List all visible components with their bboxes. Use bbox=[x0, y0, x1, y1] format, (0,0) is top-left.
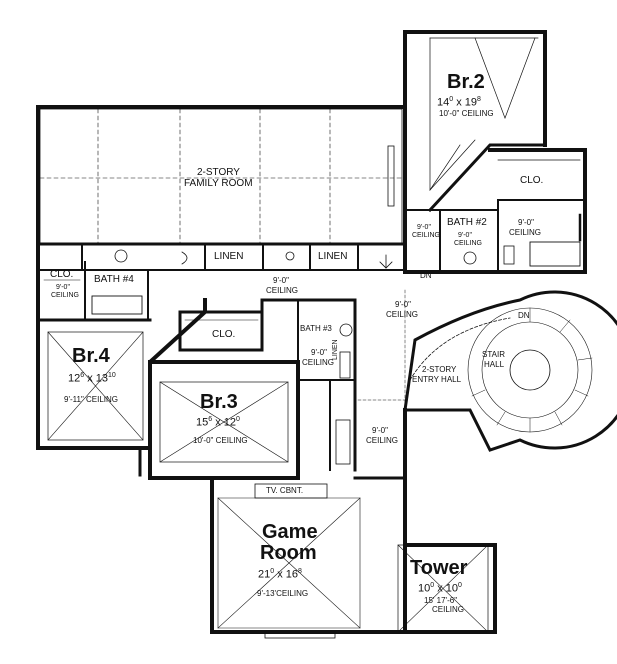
clo-left-ceiling-b: CEILING bbox=[51, 292, 80, 299]
ceiling-left-bath2-b: CEILING bbox=[412, 232, 441, 239]
entry-hall-a: 2-STORY bbox=[422, 365, 457, 374]
dn-stair-label: DN bbox=[518, 311, 530, 320]
landing-ceiling-b: CEILING bbox=[386, 310, 419, 319]
tower-dim-a-sup: 0 bbox=[430, 582, 435, 589]
tv-cabinet-label: TV. CBNT. bbox=[266, 486, 304, 495]
tower-ceiling-b: CEILING bbox=[432, 605, 465, 614]
bath3-walls bbox=[260, 298, 357, 472]
br3-name: Br.3 bbox=[200, 391, 238, 413]
linen-bath3-label: LINEN bbox=[332, 339, 339, 360]
br3-dim-a: 15 bbox=[196, 416, 209, 429]
tower-dim-a: 10 bbox=[418, 582, 431, 595]
br3-dim-b: 12 bbox=[223, 416, 237, 429]
game-dim-a-sup: 0 bbox=[270, 568, 275, 575]
br4-dim-b: 13 bbox=[95, 372, 109, 385]
game-dim-a: 21 bbox=[258, 568, 271, 581]
tower-ceiling-a: 15' 17'-6" bbox=[424, 596, 458, 605]
game-room-name-a: Game bbox=[262, 521, 318, 543]
br2-name: Br.2 bbox=[447, 71, 485, 93]
ceiling-right-bath2-b: CEILING bbox=[509, 228, 542, 237]
bath3-ceiling-a: 9'-0" bbox=[311, 348, 327, 357]
br4-dim-a: 12 bbox=[68, 372, 81, 385]
br4-dim-b-sup: 10 bbox=[108, 372, 116, 379]
br3-dims: 156 x 120 bbox=[196, 416, 240, 429]
game-room-dims: 210 x 168 bbox=[258, 568, 302, 581]
game-dim-b: 16 bbox=[285, 568, 299, 581]
dn-upper-label: DN bbox=[420, 271, 432, 280]
bath4-label: BATH #4 bbox=[94, 274, 134, 285]
stair-hall-a: STAIR bbox=[482, 350, 505, 359]
br4-ceiling: 9'-11" CEILING bbox=[64, 395, 119, 404]
br2-dim-b-sup: 8 bbox=[477, 96, 481, 103]
clo-left-ceiling-a: 9'-0" bbox=[56, 284, 70, 291]
bath2-walls bbox=[403, 148, 587, 274]
br2-dim-a-sup: 0 bbox=[449, 96, 454, 103]
br2-dim-a: 14 bbox=[437, 96, 450, 109]
family-room-label-2: FAMILY ROOM bbox=[184, 178, 253, 189]
bath2-ceiling-b: CEILING bbox=[454, 240, 483, 247]
tower-walls bbox=[397, 408, 497, 634]
game-room-walls bbox=[210, 476, 407, 639]
landing-ceiling-a: 9'-0" bbox=[395, 300, 411, 309]
bath2-name: BATH #2 bbox=[447, 217, 487, 228]
entry-hall-b: ENTRY HALL bbox=[412, 375, 462, 384]
ceiling-left-bath2-a: 9'-0" bbox=[417, 224, 431, 231]
lower-hall-ceiling-a: 9'-0" bbox=[372, 426, 388, 435]
tower-name: Tower bbox=[410, 557, 468, 579]
br4-dims: 126 x 1310 bbox=[68, 372, 116, 385]
tower-dims: 100 x 100 bbox=[418, 582, 462, 595]
bath4-walls bbox=[36, 242, 152, 322]
lower-hall-ceiling-b: CEILING bbox=[366, 436, 399, 445]
game-dim-b-sup: 8 bbox=[298, 568, 302, 575]
br2-ceiling: 10'-0" CEILING bbox=[439, 109, 494, 118]
hall-ceiling-b: CEILING bbox=[266, 286, 299, 295]
linen-left-label: LINEN bbox=[214, 251, 244, 262]
hall-ceiling-a: 9'-0" bbox=[273, 276, 289, 285]
br3-ceiling: 10'-0" CEILING bbox=[193, 436, 248, 445]
br3-dim-a-sup: 6 bbox=[208, 416, 213, 423]
game-room-name-b: Room bbox=[260, 542, 317, 564]
bath2-ceiling-a: 9'-0" bbox=[458, 232, 472, 239]
br2-walls bbox=[403, 30, 547, 213]
clo-upper-right-label: CLO. bbox=[520, 175, 544, 186]
stair-walls bbox=[403, 290, 617, 452]
family-room-label-1: 2-STORY bbox=[197, 167, 240, 178]
game-room-ceiling: 9'-13'CEILING bbox=[257, 589, 309, 598]
clo-left-label: CLO. bbox=[50, 269, 74, 280]
br4-dim-a-sup: 6 bbox=[80, 372, 85, 379]
bath3-ceiling-b: CEILING bbox=[302, 358, 335, 367]
clo-mid-label: CLO. bbox=[212, 329, 236, 340]
br3-dim-b-sup: 0 bbox=[236, 416, 240, 423]
br2-dims: 140 x 198 bbox=[437, 96, 481, 109]
br2-dim-b: 19 bbox=[464, 96, 478, 109]
br4-name: Br.4 bbox=[72, 345, 110, 367]
upper-corridor-walls bbox=[36, 242, 407, 271]
tower-dim-b: 10 bbox=[445, 582, 459, 595]
ceiling-right-bath2-a: 9'-0" bbox=[518, 218, 534, 227]
stair-hall-b: HALL bbox=[484, 360, 505, 369]
bath3-label: BATH #3 bbox=[300, 324, 332, 333]
linen-right-label: LINEN bbox=[318, 251, 348, 262]
tower-dim-b-sup: 0 bbox=[458, 582, 462, 589]
openings bbox=[357, 289, 406, 411]
